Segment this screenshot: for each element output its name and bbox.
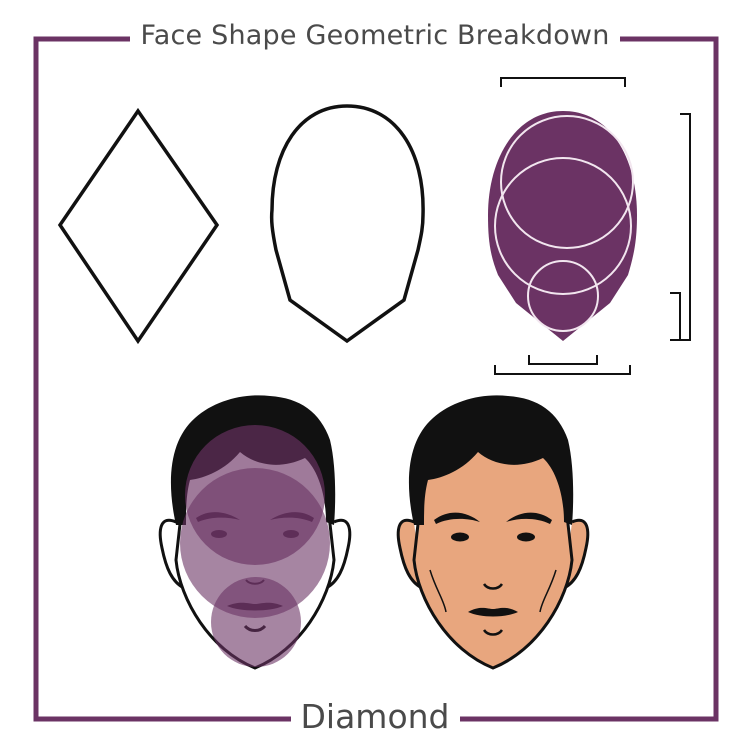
chin-mark-2 bbox=[482, 629, 504, 636]
middle-circle bbox=[494, 157, 632, 295]
middle-overlay-circle bbox=[180, 468, 330, 618]
left-eye-2 bbox=[451, 532, 469, 542]
face-height-bracket bbox=[680, 113, 691, 341]
face-outline bbox=[269, 104, 425, 344]
right-eye-2 bbox=[517, 532, 535, 542]
top-circle bbox=[500, 115, 634, 249]
right-brow-2 bbox=[506, 512, 552, 524]
right-jaw-line bbox=[539, 569, 557, 613]
left-brow-2 bbox=[434, 512, 480, 524]
face-plain bbox=[396, 395, 590, 670]
mouth-2 bbox=[468, 607, 518, 617]
chin-height-bracket bbox=[670, 292, 681, 341]
nose-2 bbox=[482, 583, 504, 590]
top-width-bracket bbox=[500, 77, 626, 87]
face-with-circles bbox=[158, 395, 352, 670]
diamond-outline bbox=[57, 107, 220, 345]
hair-right bbox=[408, 395, 574, 525]
cheek-width-bracket bbox=[494, 365, 631, 375]
left-jaw-line bbox=[429, 569, 447, 613]
shape-caption: Diamond bbox=[0, 697, 750, 736]
circle-breakdown bbox=[488, 77, 691, 375]
chin-overlay-circle bbox=[211, 577, 301, 667]
jaw-width-bracket bbox=[528, 355, 598, 365]
filled-face-shape bbox=[488, 111, 637, 341]
caption-text: Diamond bbox=[290, 697, 460, 736]
chin-circle bbox=[527, 260, 599, 332]
hair-left bbox=[170, 395, 336, 525]
